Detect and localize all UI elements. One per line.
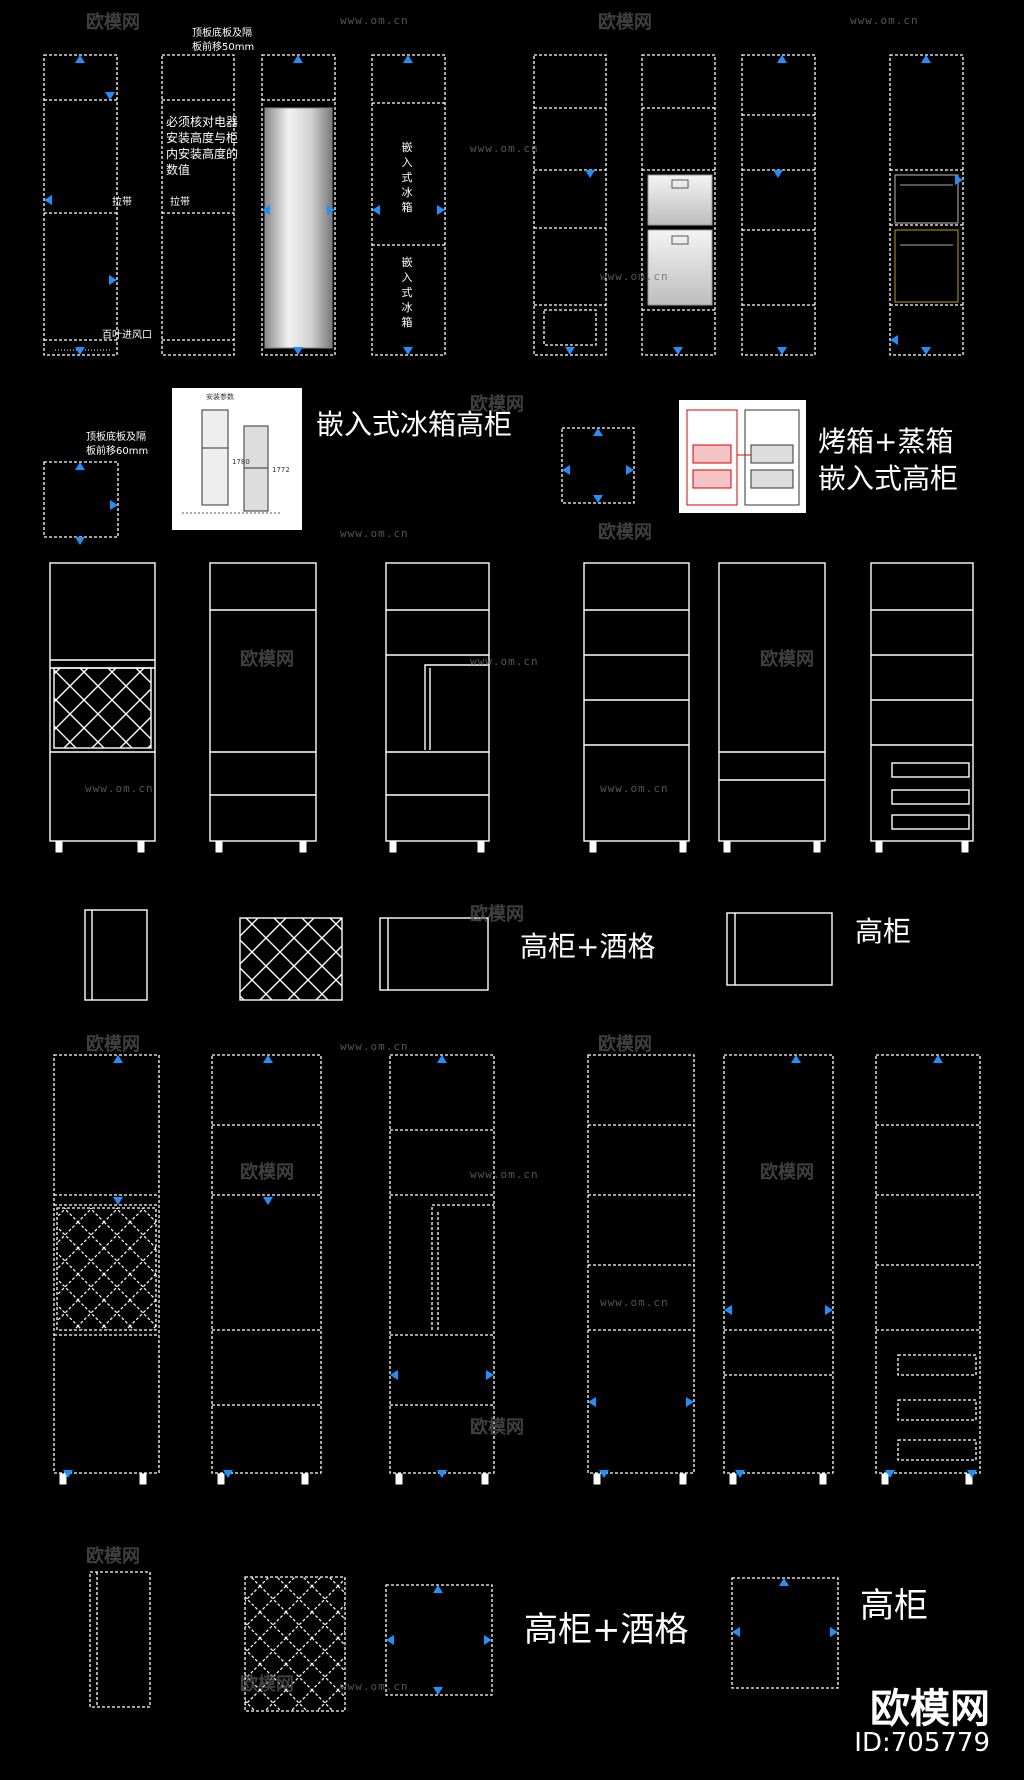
cabinet-elevation	[161, 54, 235, 356]
watermark-url: www.om.cn	[470, 142, 539, 155]
label-wine-tall-1: 高柜+酒格	[520, 930, 656, 963]
watermark-cn: 欧模网	[240, 1674, 294, 1695]
note-top-panel: 顶板底板及隔	[192, 28, 252, 39]
cabinet-plan	[244, 1576, 346, 1712]
watermark-cn: 欧模网	[240, 1162, 294, 1183]
fridge-install-thumbnail: 安装参数 1780 1772	[172, 388, 302, 530]
watermark-cn: 欧模网	[598, 12, 652, 33]
watermark-cn: 欧模网	[598, 1034, 652, 1055]
cabinet-elevation	[723, 1054, 834, 1474]
note-check: 安装高度与柜	[166, 131, 239, 145]
vertical-note: 嵌入式冰箱	[401, 141, 413, 214]
watermark-url: www.om.cn	[600, 782, 669, 795]
fridge-sketch	[182, 409, 282, 514]
cabinet-plan	[84, 909, 148, 1001]
cabinet-plan	[385, 1584, 493, 1696]
oven-install-thumbnail	[679, 400, 806, 513]
cabinet-plan	[561, 427, 635, 504]
cabinet-elevation	[385, 562, 490, 842]
thumbnail-title: 安装参数	[206, 393, 234, 401]
thumbnail-dim: 1780	[232, 458, 250, 466]
watermark-url: www.om.cn	[340, 1040, 409, 1053]
cabinet-elevation	[389, 1054, 495, 1474]
cabinet-elevation	[211, 1054, 322, 1474]
cabinet-elevation	[875, 1054, 981, 1474]
drawer-appliance	[647, 174, 713, 226]
drawer-appliance	[647, 229, 713, 306]
watermark-url: www.om.cn	[340, 14, 409, 27]
cabinet-plan	[239, 917, 343, 1001]
watermark-url: www.om.cn	[470, 655, 539, 668]
label-wine-tall-2: 高柜+酒格	[524, 1610, 689, 1650]
note-handle: 拉带	[112, 197, 132, 208]
thumbnail-dim: 1772	[272, 466, 290, 474]
note-check: 数值	[166, 163, 191, 177]
note-check: 内安装高度的	[166, 147, 239, 161]
cabinet-plan	[379, 917, 489, 991]
note-top-panel-small: 顶板底板及隔	[86, 432, 146, 443]
watermark-cn: 欧模网	[86, 1034, 140, 1055]
watermark-url: www.om.cn	[340, 1680, 409, 1693]
vertical-note: 嵌入式冰箱	[401, 256, 413, 329]
cabinet-plan	[726, 912, 833, 986]
watermark-url: www.om.cn	[340, 527, 409, 540]
note-handle: 拉带	[170, 197, 190, 208]
watermark-cn: 欧模网	[760, 649, 814, 670]
watermark-cn: 欧模网	[86, 1546, 140, 1567]
label-oven-steam: 烤箱+蒸箱	[818, 425, 954, 458]
watermark-cn: 欧模网	[470, 1417, 524, 1438]
cabinet-elevation	[49, 562, 156, 842]
cabinet-elevation	[741, 54, 816, 356]
cabinet-elevation	[870, 562, 974, 842]
cabinet-elevation	[371, 54, 446, 356]
watermark-url: www.om.cn	[600, 270, 669, 283]
cabinet-elevation	[889, 54, 964, 356]
steam-oven	[894, 229, 959, 303]
label-oven-steam-tall: 嵌入式高柜	[818, 462, 959, 495]
cabinet-elevation	[53, 1054, 160, 1474]
cabinet-plan	[43, 461, 119, 538]
watermark-url: www.om.cn	[85, 782, 154, 795]
row-3-plans	[84, 909, 833, 1001]
cabinet-elevation	[43, 54, 118, 356]
watermark-cn: 欧模网	[470, 394, 524, 415]
watermark-cn: 欧模网	[470, 904, 524, 925]
oven-sketch	[686, 409, 800, 506]
watermark-cn: 欧模网	[240, 649, 294, 670]
cabinet-plan	[731, 1577, 839, 1689]
watermark-url: www.om.cn	[600, 1296, 669, 1309]
watermark-cn: 欧模网	[760, 1162, 814, 1183]
label-fridge-tall-cabinet: 嵌入式冰箱高柜	[316, 408, 513, 441]
cabinet-elevation	[641, 54, 716, 356]
label-tall-2: 高柜	[860, 1586, 928, 1626]
brand-logo: 欧模网	[870, 1686, 990, 1732]
cabinet-elevation	[718, 562, 826, 842]
dimension-arrows	[44, 55, 977, 1695]
cabinet-elevation	[583, 562, 690, 842]
refrigerator	[264, 107, 333, 349]
cabinet-elevation	[587, 1054, 695, 1474]
cabinet-plan	[89, 1571, 151, 1708]
cabinet-elevation	[261, 54, 336, 356]
row-4-elevations	[53, 1054, 981, 1712]
watermark-url: www.om.cn	[850, 14, 919, 27]
note-top-panel: 板前移50mm	[192, 42, 255, 53]
watermark-cn: 欧模网	[86, 12, 140, 33]
label-tall-1: 高柜	[855, 915, 912, 948]
watermark-cn: 欧模网	[598, 522, 652, 543]
note-check: 必须核对电器	[166, 115, 239, 129]
oven	[894, 174, 959, 224]
watermark-url: www.om.cn	[470, 1168, 539, 1181]
row-2-elevations	[49, 562, 974, 842]
note-vent: 百叶进风口	[102, 330, 152, 341]
cabinet-elevation	[209, 562, 317, 842]
brand-id: ID:705779	[854, 1728, 990, 1758]
note-top-panel-small: 板前移60mm	[86, 446, 149, 457]
